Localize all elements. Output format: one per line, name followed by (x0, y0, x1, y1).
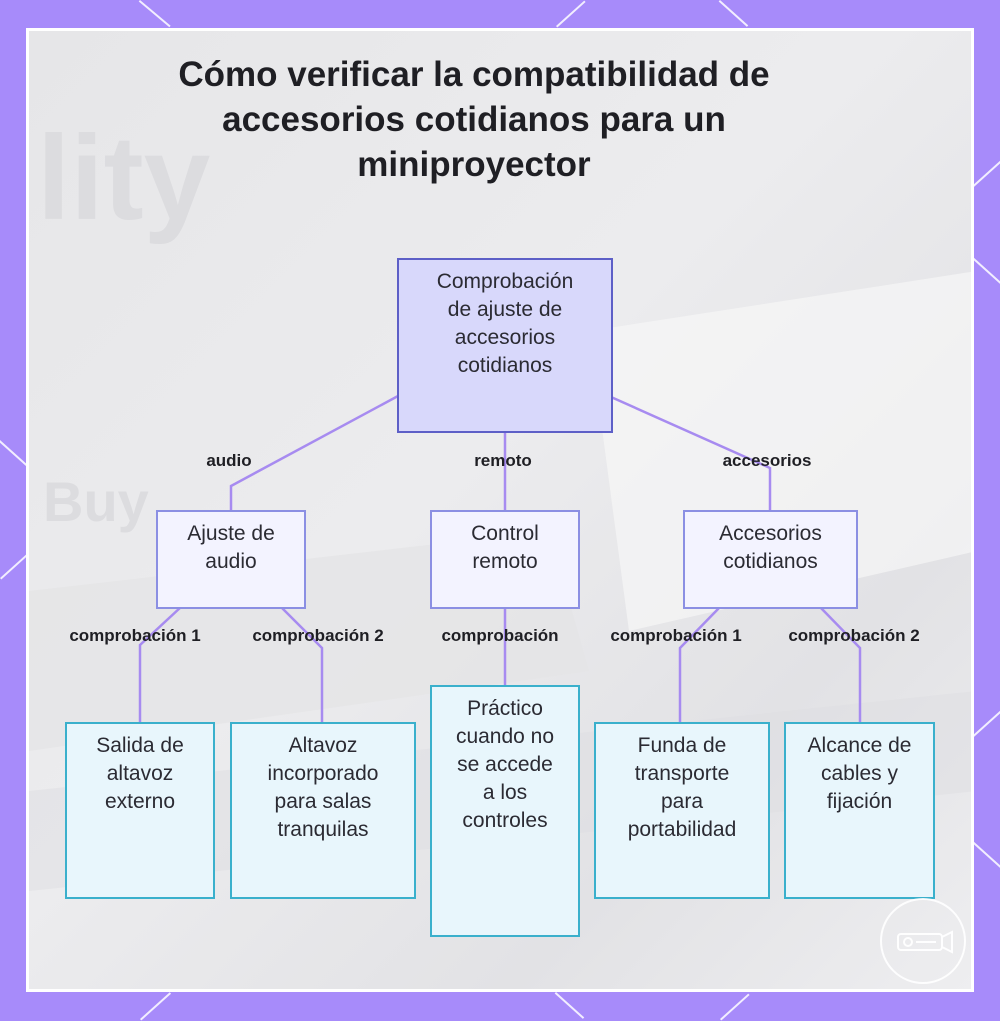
leaf-label: Altavoz incorporado para salas tranquila… (267, 734, 379, 841)
edge-label-comprobacion-2: comprobación 2 (788, 626, 920, 645)
edge-label-accesorios: accesorios (722, 451, 812, 470)
leaf-salida-altavoz: Salida de altavoz externo (65, 722, 215, 899)
node-label: Control remoto (471, 522, 539, 573)
edge-label-comprobacion-1: comprobación 1 (610, 626, 742, 645)
node-label: Accesorios cotidianos (719, 522, 822, 573)
leaf-label: Funda de transporte para portabilidad (627, 734, 737, 841)
node-label: Ajuste de audio (187, 522, 275, 573)
watermark-text: Buy (43, 470, 149, 533)
connector-root-audio (229, 394, 399, 511)
connector-root-accesorios (610, 395, 772, 511)
leaf-altavoz-incorporado: Altavoz incorporado para salas tranquila… (230, 722, 416, 899)
node-ajuste-audio: Ajuste de audio (156, 510, 306, 609)
leaf-practico: Práctico cuando no se accede a los contr… (430, 685, 580, 937)
leaf-funda-transporte: Funda de transporte para portabilidad (594, 722, 770, 899)
edge-label-comprobacion: comprobación (441, 626, 559, 645)
node-accesorios-cotidianos: Accesorios cotidianos (683, 510, 858, 609)
edge-label-audio: audio (206, 451, 252, 470)
edge-label-remoto: remoto (474, 451, 532, 470)
connector-audio-c1 (138, 606, 182, 723)
node-control-remoto: Control remoto (430, 510, 580, 609)
connector-audio-c2 (280, 606, 324, 723)
page-title: Cómo verificar la compatibilidad de acce… (178, 55, 770, 184)
leaf-label: Práctico cuando no se accede a los contr… (455, 697, 555, 832)
root-node-label: Comprobación de ajuste de accesorios cot… (436, 270, 574, 377)
edge-label-comprobacion-1: comprobación 1 (69, 626, 201, 645)
connector-acc-c1 (678, 606, 721, 723)
connector-acc-c2 (819, 606, 862, 723)
leaf-label: Salida de altavoz externo (96, 734, 184, 813)
leaf-label: Alcance de cables y fijación (807, 734, 912, 813)
root-node: Comprobación de ajuste de accesorios cot… (397, 258, 613, 433)
leaf-alcance-cables: Alcance de cables y fijación (784, 722, 935, 899)
edge-label-comprobacion-2: comprobación 2 (252, 626, 384, 645)
projector-logo-icon (880, 898, 966, 984)
watermark-text: lity (37, 111, 211, 245)
